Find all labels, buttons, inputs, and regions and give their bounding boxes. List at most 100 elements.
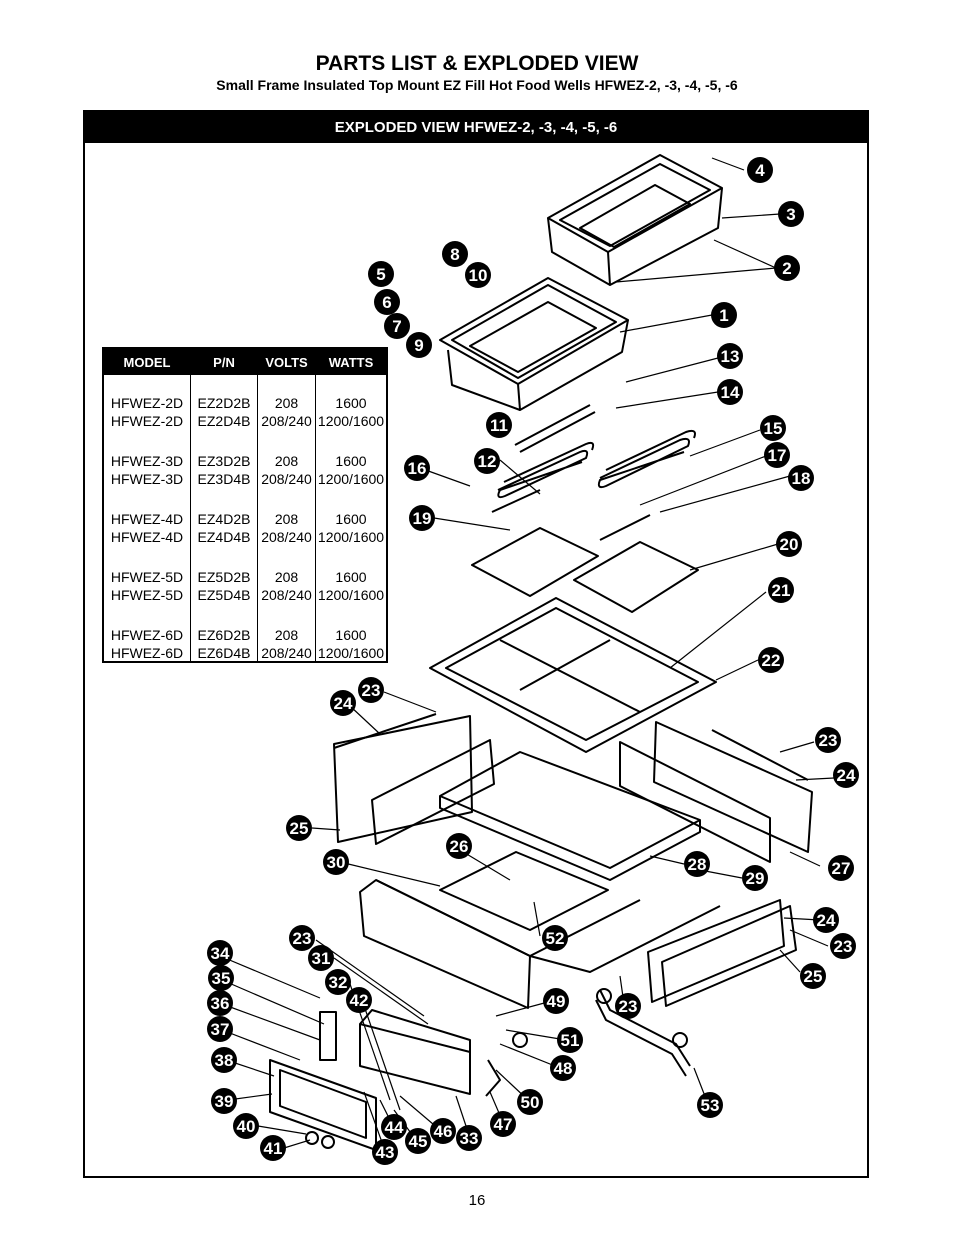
spec-table-cell: EZ2D4B xyxy=(197,413,251,429)
callout-badge xyxy=(368,261,394,287)
callout-number: 34 xyxy=(211,944,230,963)
spec-table-cell: EZ2D2B xyxy=(197,395,251,411)
spec-table-cell: 208/240 xyxy=(261,413,312,429)
spec-table-cell: HFWEZ-5D xyxy=(110,587,184,603)
callout-badge xyxy=(711,302,737,328)
spec-table-header: MODEL P/N VOLTS WATTS xyxy=(104,349,386,375)
callout-number: 36 xyxy=(211,994,230,1013)
callout-badge xyxy=(542,925,568,951)
callout-badge xyxy=(800,963,826,989)
spec-table-cell: EZ3D2B xyxy=(197,453,251,469)
callout-number: 7 xyxy=(392,317,401,336)
callout-number: 24 xyxy=(334,694,353,713)
callout-badge xyxy=(323,849,349,875)
callout-badge xyxy=(742,865,768,891)
callout-badge xyxy=(207,990,233,1016)
callout-badge xyxy=(211,1088,237,1114)
callout-number: 10 xyxy=(469,266,488,285)
callout-badge xyxy=(358,677,384,703)
callout-number: 32 xyxy=(329,973,348,992)
callout-group: 1234567891011121314151617181920212223242… xyxy=(207,157,859,1165)
spec-table-cell: HFWEZ-2D xyxy=(110,395,184,411)
callout-badge xyxy=(374,289,400,315)
spec-table-cell: 1200/1600 xyxy=(317,413,385,429)
callout-badge xyxy=(346,987,372,1013)
callout-number: 2 xyxy=(782,259,791,278)
mounting-brackets-drawing xyxy=(471,489,699,613)
lower-body-drawing xyxy=(359,851,797,1009)
callout-number: 29 xyxy=(746,869,765,888)
callout-badge xyxy=(372,1139,398,1165)
callout-number: 18 xyxy=(792,469,811,488)
callout-number: 46 xyxy=(434,1122,453,1141)
callout-badge xyxy=(717,343,743,369)
spec-table-cell: HFWEZ-5D xyxy=(110,569,184,585)
callout-number: 15 xyxy=(764,419,783,438)
spec-table-cell: 208/240 xyxy=(261,645,312,661)
callout-badge xyxy=(774,255,800,281)
callout-number: 39 xyxy=(215,1092,234,1111)
callout-number: 51 xyxy=(561,1031,580,1050)
spec-table-cell: 208/240 xyxy=(261,587,312,603)
callout-badge xyxy=(384,313,410,339)
spec-table-cell: EZ4D4B xyxy=(197,529,251,545)
spec-table-cell: EZ5D4B xyxy=(197,587,251,603)
callout-badge xyxy=(490,1111,516,1137)
spec-table-cell: 1600 xyxy=(335,395,367,411)
upper-pan-drawing xyxy=(547,154,723,286)
spec-table-cell: 1600 xyxy=(335,511,367,527)
callout-number: 8 xyxy=(450,245,459,264)
callout-number: 24 xyxy=(817,911,836,930)
callout-number: 50 xyxy=(521,1093,540,1112)
callout-number: 52 xyxy=(546,929,565,948)
callout-badge xyxy=(758,647,784,673)
callout-number: 9 xyxy=(414,336,423,355)
callout-number: 38 xyxy=(215,1051,234,1070)
callout-badge xyxy=(543,988,569,1014)
callout-number: 20 xyxy=(780,535,799,554)
header-volts: VOLTS xyxy=(265,355,308,370)
spec-table-cell: EZ6D4B xyxy=(197,645,251,661)
spec-table-cell: EZ3D4B xyxy=(197,471,251,487)
callout-badge xyxy=(406,332,432,358)
spec-table-cell: HFWEZ-6D xyxy=(110,645,184,661)
callout-number: 37 xyxy=(211,1020,230,1039)
spec-table-cell: 208 xyxy=(274,395,299,411)
spec-table-cell: 208 xyxy=(274,627,299,643)
callout-number: 28 xyxy=(688,855,707,874)
callout-number: 43 xyxy=(376,1143,395,1162)
callout-number: 1 xyxy=(719,306,728,325)
callout-badge xyxy=(330,690,356,716)
callout-badge xyxy=(697,1092,723,1118)
callout-badge xyxy=(430,1118,456,1144)
model-spec-table: MODEL P/N VOLTS WATTS HFWEZ-2D EZ2D2B 208 1… xyxy=(102,347,388,663)
heating-elements-drawing xyxy=(497,404,696,499)
lower-pan-drawing xyxy=(439,277,629,411)
spec-table-cell: HFWEZ-3D xyxy=(110,453,184,469)
spec-table-cell: 1200/1600 xyxy=(317,587,385,603)
callout-badge xyxy=(760,415,786,441)
header-watts: WATTS xyxy=(328,355,374,370)
callout-badge xyxy=(615,993,641,1019)
callout-number: 35 xyxy=(212,969,231,988)
callout-badge xyxy=(405,1128,431,1154)
spec-table-cell: HFWEZ-3D xyxy=(110,471,184,487)
top-frame-drawing xyxy=(429,597,717,753)
spec-table-cell: 208/240 xyxy=(261,529,312,545)
control-box-drawing xyxy=(269,1009,471,1151)
page-subtitle: Small Frame Insulated Top Mount EZ Fill … xyxy=(216,77,738,93)
callout-badge xyxy=(442,241,468,267)
insulation-panels-drawing xyxy=(371,739,771,881)
callout-badge xyxy=(486,412,512,438)
callout-badge xyxy=(381,1114,407,1140)
callout-badge xyxy=(208,965,234,991)
callout-number: 5 xyxy=(376,265,385,284)
callout-number: 3 xyxy=(786,205,795,224)
spec-table-cell: 1200/1600 xyxy=(317,529,385,545)
spec-table-cell: 208 xyxy=(274,511,299,527)
callout-badge xyxy=(465,262,491,288)
callout-badge xyxy=(308,945,334,971)
